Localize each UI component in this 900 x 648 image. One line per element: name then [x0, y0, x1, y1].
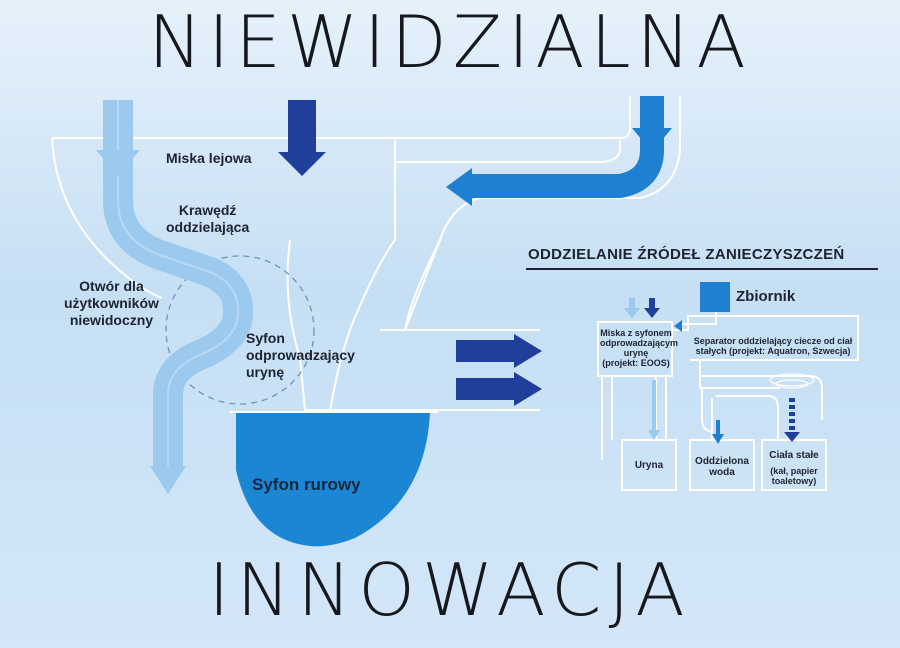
schematic-arrow-dark-shaft	[649, 298, 655, 308]
title-top: NIEWIDZIALNA	[148, 0, 752, 84]
water-flow-path	[470, 96, 664, 198]
out-arrow-2-shaft	[456, 378, 516, 400]
dark-arrow-head	[278, 152, 326, 176]
drain-pipe-outline	[286, 239, 540, 411]
water-arrow-schematic	[712, 434, 724, 444]
label-woda: Oddzielona woda	[695, 456, 749, 478]
label-zbiornik: Zbiornik	[736, 288, 796, 305]
label-ciala: Ciała stałe	[769, 450, 819, 461]
urine-arrow-top	[96, 150, 140, 176]
label-syfon-rurowy: Syfon rurowy	[252, 475, 361, 494]
title-bottom: INNOWACJA	[208, 548, 692, 632]
label-syfon-uryna: Syfon odprowadzający urynę	[246, 330, 355, 380]
label-ciala-note: (kał, papier toaletowy)	[770, 466, 818, 486]
solids-arrow	[784, 432, 800, 442]
section-rule	[526, 268, 878, 270]
separator-swirl-2	[775, 379, 809, 389]
separator-swirl-1	[769, 373, 815, 387]
siphon-dashed-circle	[165, 255, 315, 405]
out-arrow-2-head	[514, 372, 542, 406]
siphon-water	[236, 412, 430, 547]
bowl-outline	[51, 96, 631, 413]
label-krawedz: Krawędź oddzielająca	[166, 202, 250, 235]
dark-arrow-shaft	[288, 100, 316, 156]
separation-schematic	[597, 282, 859, 491]
urine-channel-edge	[117, 100, 240, 470]
schematic-arrow-light-shaft	[629, 298, 635, 308]
label-otwor: Otwór dla użytkowników niewidoczny	[64, 278, 159, 328]
out-arrow-1-shaft	[456, 340, 516, 362]
water-arrow-left	[446, 168, 472, 206]
water-arrow-down	[632, 128, 672, 152]
section-title: ODDZIELANIE ŹRÓDEŁ ZANIECZYSZCZEŃ	[528, 246, 845, 263]
label-miska-syfon: Miska z syfonem odprowadzającym urynę (p…	[600, 328, 679, 368]
urine-arrow-bottom	[150, 466, 186, 494]
schematic-arrow-light	[624, 308, 640, 318]
schematic-arrow-dark	[644, 308, 660, 318]
schematic-arrow-mid	[674, 320, 682, 332]
urine-arrow-schematic	[648, 430, 660, 440]
out-arrow-1-head	[514, 334, 542, 368]
label-miska-lejowa: Miska lejowa	[166, 150, 252, 166]
label-separator: Separator oddzielający ciecze od ciał st…	[693, 336, 853, 356]
label-uryna: Uryna	[634, 460, 664, 471]
